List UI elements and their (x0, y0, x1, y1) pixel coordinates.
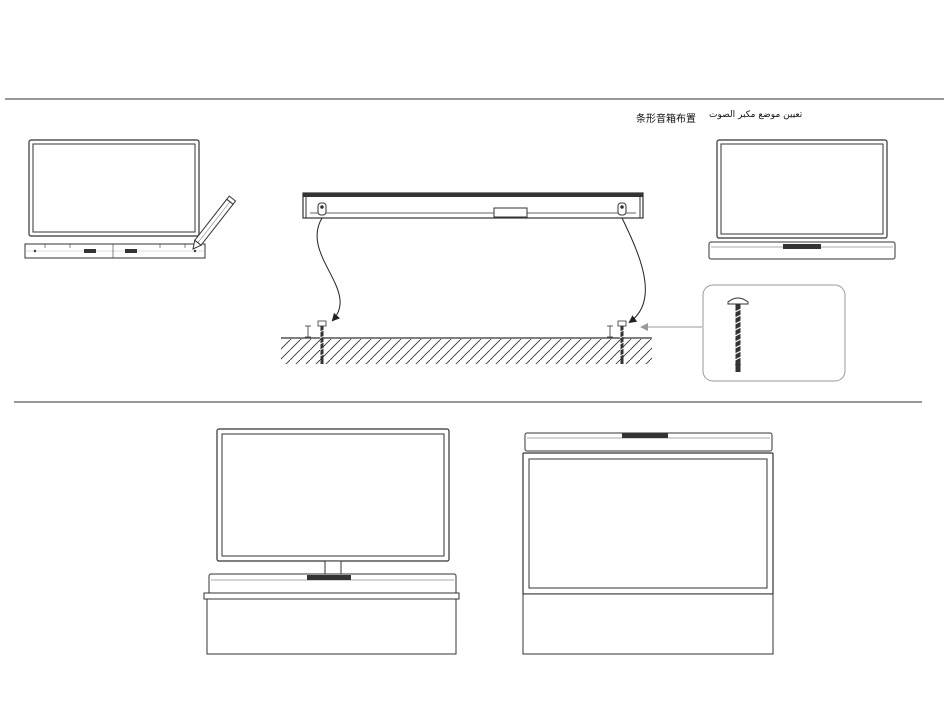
illustration-soundbar-under-tv (709, 140, 895, 259)
illustration-tv-on-stand (204, 429, 459, 654)
hanging-slot-right (618, 203, 626, 215)
cabinet (207, 599, 456, 654)
illustration-mark-position (25, 140, 236, 258)
tv-frame (717, 140, 887, 238)
tv-neck (325, 561, 341, 575)
illustration-wall-mount (281, 193, 702, 364)
cabinet-top (204, 593, 459, 599)
screw-detail (703, 285, 845, 381)
arrow-right (622, 218, 645, 322)
hanging-slot-left (318, 203, 326, 215)
arrow-left (317, 218, 340, 320)
tv-frame (29, 140, 199, 236)
tv-frame (217, 429, 449, 561)
cabinet (523, 594, 773, 654)
tv-frame (523, 453, 773, 594)
illustration-soundbar-on-tv (523, 433, 773, 654)
